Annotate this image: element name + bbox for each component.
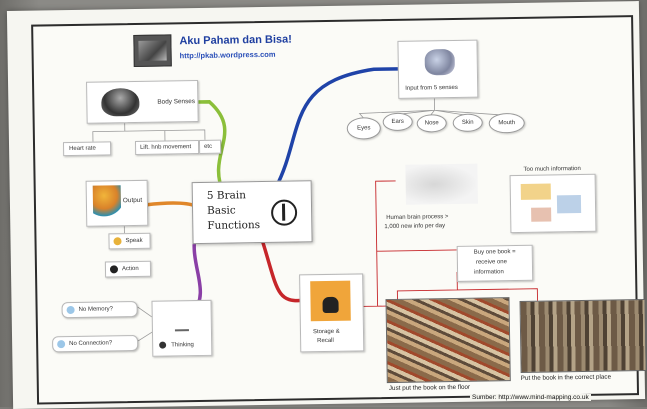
central-topic-line: Basic	[206, 204, 236, 217]
books-in-place-photo	[519, 298, 647, 373]
too-much-info-image	[509, 173, 597, 234]
photo-caption: Just put the book on the floor	[388, 383, 471, 393]
input-node: Input from 5 senses	[397, 39, 479, 99]
body-senses-image	[101, 87, 140, 117]
storage-node: Storage & Recall	[299, 273, 365, 353]
connector-body-children	[92, 121, 206, 142]
thinking-child-label: No Connection?	[69, 340, 113, 348]
output-image	[92, 185, 122, 220]
storage-image	[310, 280, 351, 322]
connector-input-children	[358, 98, 505, 120]
header-title: Aku Paham dan Bisa!	[179, 33, 292, 48]
thinking-label: Thinking	[171, 342, 194, 349]
storage-note: Human brain process >	[386, 214, 449, 222]
paper-sheet: Aku Paham dan Bisa! http://pkab.wordpres…	[6, 1, 647, 409]
connector-storage	[259, 237, 303, 303]
body-senses-child: etc	[198, 139, 222, 154]
question-icon	[57, 340, 66, 349]
body-senses-child-label: Lift. hnb movement	[140, 144, 192, 151]
connector-storage-children	[359, 180, 538, 307]
storage-note: 1,000 new info per day	[384, 223, 446, 231]
books-on-floor-photo	[385, 297, 511, 384]
central-topic-line: Functions	[207, 219, 261, 232]
central-topic: 5 Brain Basic Functions	[191, 180, 313, 245]
body-senses-child: Lift. hnb movement	[134, 139, 200, 155]
output-child-label: Action	[121, 265, 139, 273]
thinking-icon	[159, 341, 167, 349]
input-label: Input from 5 senses	[405, 84, 458, 92]
body-senses-node: Body Senses	[86, 79, 199, 124]
output-child-label: Speak	[125, 237, 143, 245]
speak-icon	[113, 237, 122, 246]
input-child-label: Ears	[391, 118, 404, 125]
mind-map-frame: Aku Paham dan Bisa! http://pkab.wordpres…	[31, 15, 647, 405]
brain-icon	[270, 199, 298, 226]
output-child-action: Action	[104, 260, 152, 278]
storage-label-line: Storage &	[312, 328, 340, 336]
body-senses-label: Body Senses	[157, 98, 196, 106]
input-image	[424, 48, 455, 76]
buy-book-note: Buy one book = receive one information	[456, 244, 534, 282]
body-senses-child-label: etc	[204, 143, 213, 150]
photo-caption: Put the book in the correct place	[520, 373, 612, 382]
storage-label-line: Recall	[317, 337, 334, 345]
question-icon	[66, 305, 75, 315]
output-node: Output	[85, 179, 149, 227]
thinking-child: No Memory?	[61, 300, 138, 319]
output-child-speak: Speak	[108, 232, 151, 250]
header-url[interactable]: http://pkab.wordpress.com	[179, 49, 276, 61]
action-icon	[109, 265, 119, 274]
storage-note: receive one	[475, 259, 507, 266]
thinking-image	[174, 321, 189, 332]
connector-output	[145, 201, 197, 208]
input-child-label: Eyes	[357, 125, 371, 132]
header-logo	[133, 34, 172, 68]
map-sketch-image	[405, 163, 478, 205]
body-senses-child-label: Heart rate	[69, 145, 96, 153]
central-topic-line: 5 Brain	[206, 189, 247, 202]
body-senses-child: Heart rate	[62, 141, 112, 157]
input-child-label: Nose	[424, 120, 439, 127]
branch-connectors	[92, 67, 538, 342]
input-child-label: Skin	[461, 119, 474, 126]
connector-body-senses	[184, 100, 227, 195]
thinking-child: No Connection?	[52, 334, 139, 353]
connector-input	[274, 67, 399, 189]
storage-note: Too much information	[523, 165, 581, 173]
storage-note: information	[474, 269, 504, 276]
source-credit: Sumber: http://www.mind-mapping.co.uk	[470, 394, 591, 401]
thinking-child-label: No Memory?	[78, 306, 114, 313]
thinking-node: Thinking	[151, 299, 213, 357]
storage-note: Buy one book =	[473, 249, 516, 256]
input-child-label: Mouth	[498, 120, 516, 127]
output-label: Output	[122, 196, 143, 205]
